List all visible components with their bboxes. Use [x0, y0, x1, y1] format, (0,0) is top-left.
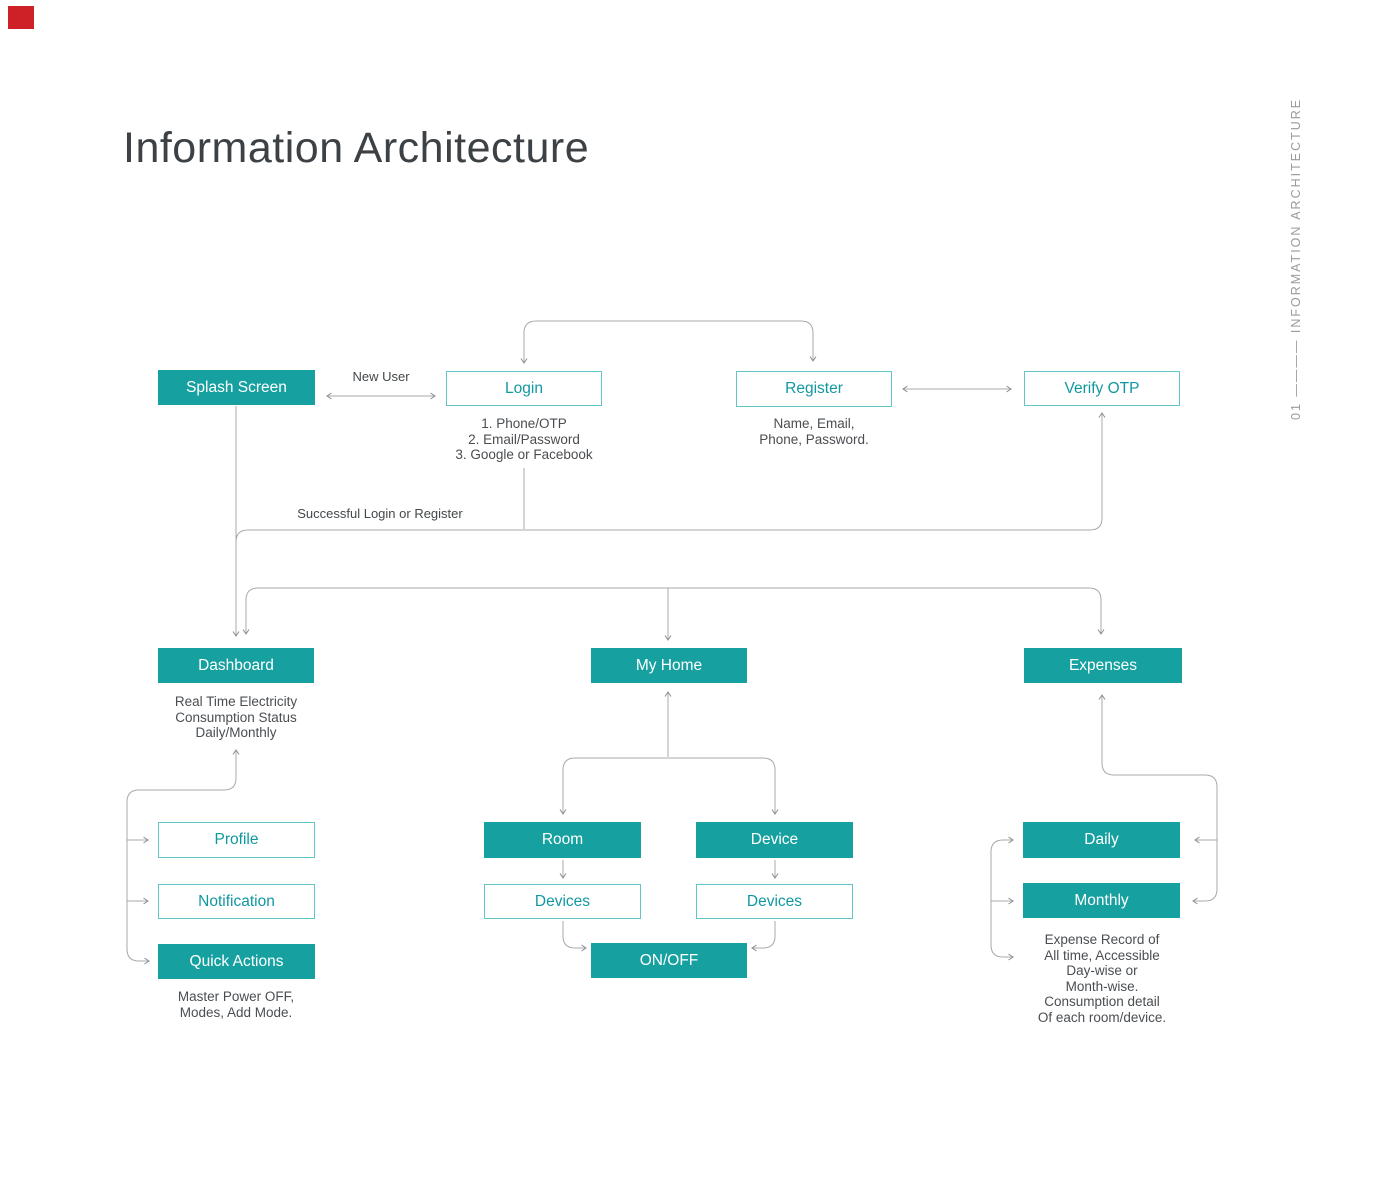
- node-device-devices-label: Devices: [746, 892, 803, 910]
- node-device-label: Device: [750, 831, 799, 848]
- edge-devices-onoff-right: [751, 921, 776, 952]
- node-splash-screen: Splash Screen: [158, 370, 315, 405]
- edge-label-successful-login: Successful Login or Register: [297, 506, 463, 521]
- node-register-label: Register: [785, 380, 843, 397]
- login-methods-note: 1. Phone/OTP 2. Email/Password 3. Google…: [455, 416, 593, 462]
- edge-successful-login-line: [235, 412, 1106, 543]
- node-dashboard-label: Dashboard: [198, 656, 274, 674]
- node-on-off-label: ON/OFF: [639, 951, 699, 969]
- node-room-devices: Devices: [484, 884, 641, 919]
- node-quick-actions-label: Quick Actions: [189, 952, 284, 970]
- node-on-off: ON/OFF: [591, 943, 747, 978]
- edge-label-new-user: New User: [352, 369, 410, 384]
- node-register: Register: [736, 371, 892, 407]
- node-room: Room: [484, 822, 641, 858]
- node-verify-otp: Verify OTP: [1024, 371, 1180, 406]
- edge-myhome-split: [559, 757, 779, 815]
- node-profile: Profile: [158, 822, 315, 858]
- edge-expenses-left-bracket: [990, 836, 1014, 961]
- node-notification-label: Notification: [198, 892, 275, 910]
- node-daily-label: Daily: [1084, 831, 1119, 848]
- register-fields-note: Name, Email, Phone, Password.: [759, 416, 869, 447]
- node-dashboard: Dashboard: [158, 648, 314, 683]
- node-splash-screen-label: Splash Screen: [186, 378, 287, 396]
- node-room-label: Room: [541, 831, 584, 848]
- edge-dashboard-bracket: [126, 749, 240, 965]
- node-monthly-label: Monthly: [1074, 891, 1129, 909]
- node-expenses-label: Expenses: [1068, 656, 1138, 674]
- red-corner-mark: [8, 6, 34, 29]
- dashboard-note: Real Time Electricity Consumption Status…: [174, 694, 298, 740]
- expenses-record-note: Expense Record of All time, Accessible D…: [1037, 932, 1167, 1025]
- node-quick-actions: Quick Actions: [158, 944, 315, 979]
- node-verify-otp-label: Verify OTP: [1064, 379, 1140, 397]
- edge-login-register-arc: [520, 320, 817, 364]
- node-monthly: Monthly: [1023, 883, 1180, 918]
- edge-distribution-line: [242, 587, 1105, 635]
- edge-expenses-stem: [1098, 694, 1218, 905]
- node-daily: Daily: [1023, 822, 1180, 858]
- edge-devices-onoff-left: [562, 921, 587, 952]
- node-my-home: My Home: [591, 648, 747, 683]
- node-profile-label: Profile: [214, 831, 259, 848]
- node-device-devices: Devices: [696, 884, 853, 919]
- node-expenses: Expenses: [1024, 648, 1182, 683]
- node-notification: Notification: [158, 884, 315, 919]
- node-my-home-label: My Home: [635, 656, 703, 674]
- node-login: Login: [446, 371, 602, 406]
- node-login-label: Login: [505, 379, 543, 397]
- quick-actions-note: Master Power OFF, Modes, Add Mode.: [177, 989, 295, 1020]
- node-device: Device: [696, 822, 853, 858]
- node-room-devices-label: Devices: [534, 892, 591, 910]
- page-title: Information Architecture: [123, 124, 590, 172]
